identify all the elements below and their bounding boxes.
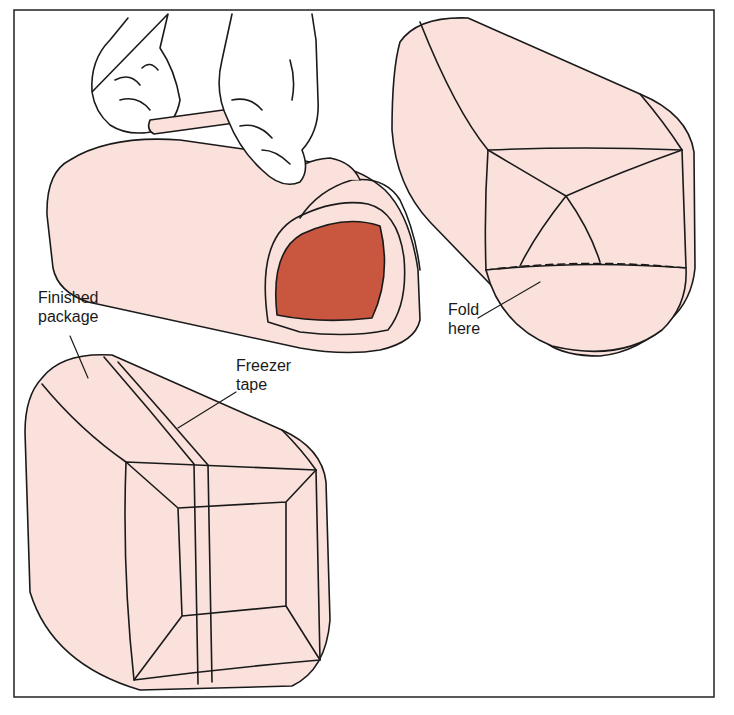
leader-line <box>178 392 236 428</box>
end-folds <box>126 462 320 680</box>
package-ridge <box>420 22 682 150</box>
right-hand <box>219 14 318 184</box>
paper-curl <box>300 179 420 270</box>
wrapping-step <box>47 14 420 353</box>
part-label: Finished package <box>38 288 120 326</box>
package-ridge <box>42 384 316 470</box>
fold-line <box>486 263 686 270</box>
leader-line <box>70 336 88 378</box>
left-fingers <box>115 64 158 110</box>
frame <box>14 10 714 697</box>
freezer-paper <box>47 139 420 352</box>
instruction-label: Fold here <box>448 300 496 338</box>
end-flap <box>486 268 686 351</box>
leader-line <box>478 282 540 318</box>
folding-step <box>392 18 695 356</box>
end-folds <box>488 150 682 266</box>
left-hand <box>92 14 180 133</box>
freezer-tape <box>104 357 212 684</box>
paper-opening <box>265 203 404 335</box>
meat <box>276 222 385 321</box>
package-body <box>25 355 330 690</box>
finished-package-figure <box>25 336 330 690</box>
right-fingers <box>232 60 294 164</box>
package-body <box>392 18 695 356</box>
package-end <box>485 148 686 270</box>
package-end <box>125 462 320 680</box>
part-label: Freezer tape <box>236 356 308 394</box>
